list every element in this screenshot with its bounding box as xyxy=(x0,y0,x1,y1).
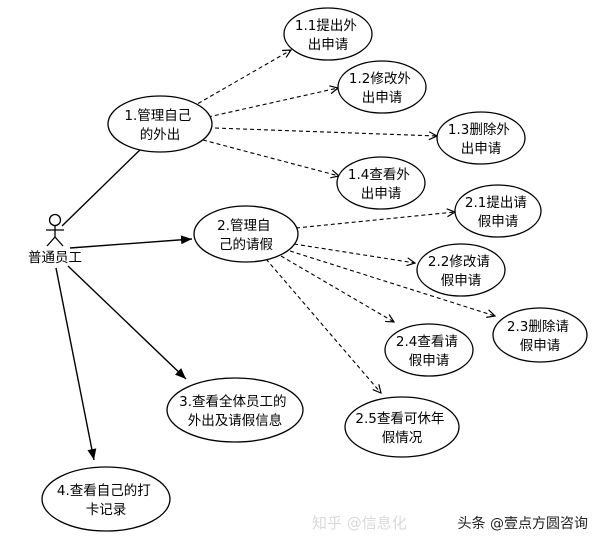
svg-text:2.5查看可休年 假情况: 2.5查看可休年 假情况 xyxy=(355,411,448,446)
use-case-2-3[interactable]: 2.3删除请 假申请 xyxy=(492,307,588,363)
svg-text:2.3删除请 假申请: 2.3删除请 假申请 xyxy=(507,319,573,354)
association-uc4 xyxy=(55,267,97,461)
use-case-2-5-line-2: 假情况 xyxy=(382,430,423,446)
use-case-1-line-2: 的外出 xyxy=(140,127,181,143)
use-case-1-3-line-2: 出申请 xyxy=(461,141,502,157)
use-case-2[interactable]: 2.管理自 己的请假 xyxy=(193,205,299,263)
use-case-3[interactable]: 3.查看全体员工的 外出及请假信息 xyxy=(166,377,304,443)
actor-label: 普通员工 xyxy=(28,250,82,266)
use-case-1-2-line-2: 出申请 xyxy=(362,90,403,106)
use-case-2-5[interactable]: 2.5查看可休年 假情况 xyxy=(344,396,460,458)
use-case-4-line-1: 4.查看自己的打 xyxy=(57,482,151,499)
use-case-2-4[interactable]: 2.4查看请 假申请 xyxy=(384,323,474,377)
svg-text:1.1提出外 出申请: 1.1提出外 出申请 xyxy=(295,18,361,53)
use-case-1-3[interactable]: 1.3删除外 出申请 xyxy=(436,111,526,165)
dependency-uc1-uc11 xyxy=(191,50,291,108)
use-case-2-3-line-2: 假申请 xyxy=(520,338,561,354)
watermark-text: 知乎 @信息化 xyxy=(312,514,407,532)
dependency-uc1-uc14 xyxy=(202,139,339,176)
use-case-3-line-2: 外出及请假信息 xyxy=(188,412,283,429)
svg-text:2.2修改请 假申请: 2.2修改请 假申请 xyxy=(428,254,494,289)
use-case-4-line-2: 卡记录 xyxy=(86,502,127,518)
use-case-1-4[interactable]: 1.4查看外 出申请 xyxy=(336,156,426,210)
svg-text:1.管理自己 的外出: 1.管理自己 的外出 xyxy=(124,108,195,143)
use-case-2-4-line-2: 假申请 xyxy=(409,353,450,369)
use-case-2-2-line-2: 假申请 xyxy=(441,273,482,289)
use-case-1-2[interactable]: 1.2修改外 出申请 xyxy=(337,60,427,114)
use-case-1-4-line-1: 1.4查看外 xyxy=(348,167,410,183)
svg-text:3.查看全体员工的 外出及请假信息: 3.查看全体员工的 外出及请假信息 xyxy=(179,393,291,429)
include-dependencies xyxy=(191,50,495,393)
use-case-2-line-2: 己的请假 xyxy=(219,237,273,253)
use-case-4[interactable]: 4.查看自己的打 卡记录 xyxy=(41,466,171,532)
use-case-1-1[interactable]: 1.1提出外 出申请 xyxy=(283,7,373,61)
use-case-2-5-line-1: 2.5查看可休年 xyxy=(355,411,444,427)
dependency-uc2-uc25 xyxy=(265,258,381,393)
use-case-2-line-1: 2.管理自 xyxy=(217,218,270,234)
use-case-2-1[interactable]: 2.1提出请 假申请 xyxy=(454,184,542,238)
use-case-2-2-line-1: 2.2修改请 xyxy=(428,254,490,270)
use-case-1-4-line-2: 出申请 xyxy=(361,186,402,202)
use-case-2-1-line-1: 2.1提出请 xyxy=(465,195,527,211)
use-case-1-3-line-1: 1.3删除外 xyxy=(448,122,510,138)
actor-employee[interactable]: 普通员工 xyxy=(28,213,82,267)
use-case-1[interactable]: 1.管理自己 的外出 xyxy=(107,95,213,153)
svg-text:1.3删除外 出申请: 1.3删除外 出申请 xyxy=(448,122,514,157)
svg-text:2.4查看请 假申请: 2.4查看请 假申请 xyxy=(396,334,462,369)
associations xyxy=(55,143,193,461)
association-uc1 xyxy=(61,143,147,227)
dependency-uc2-uc21 xyxy=(295,212,455,229)
use-case-1-1-line-2: 出申请 xyxy=(308,37,349,53)
svg-text:1.4查看外 出申请: 1.4查看外 出申请 xyxy=(348,167,414,202)
association-uc2 xyxy=(69,235,193,249)
dependency-uc2-uc24 xyxy=(280,255,394,322)
credit-text: 头条 @壹点方圆咨询 xyxy=(458,515,588,532)
svg-text:2.管理自 己的请假: 2.管理自 己的请假 xyxy=(217,218,275,253)
use-case-2-1-line-2: 假申请 xyxy=(478,214,519,230)
dependency-uc2-uc23 xyxy=(289,250,495,316)
svg-text:2.1提出请 假申请: 2.1提出请 假申请 xyxy=(465,195,531,230)
stick-figure-icon xyxy=(46,213,64,247)
use-case-1-line-1: 1.管理自己 xyxy=(124,108,191,124)
association-uc3 xyxy=(67,265,187,380)
use-case-2-4-line-1: 2.4查看请 xyxy=(396,334,458,350)
dependency-uc1-uc12 xyxy=(207,88,338,118)
use-case-2-2[interactable]: 2.2修改请 假申请 xyxy=(416,243,506,297)
use-case-3-line-1: 3.查看全体员工的 xyxy=(179,393,286,410)
use-case-2-3-line-1: 2.3删除请 xyxy=(507,319,569,335)
use-case-1-2-line-1: 1.2修改外 xyxy=(349,71,411,87)
dependency-uc2-uc22 xyxy=(293,243,415,263)
use-case-1-1-line-1: 1.1提出外 xyxy=(295,18,357,34)
svg-text:4.查看自己的打 卡记录: 4.查看自己的打 卡记录 xyxy=(57,482,155,518)
svg-text:1.2修改外 出申请: 1.2修改外 出申请 xyxy=(349,71,415,106)
dependency-uc1-uc13 xyxy=(214,127,437,136)
